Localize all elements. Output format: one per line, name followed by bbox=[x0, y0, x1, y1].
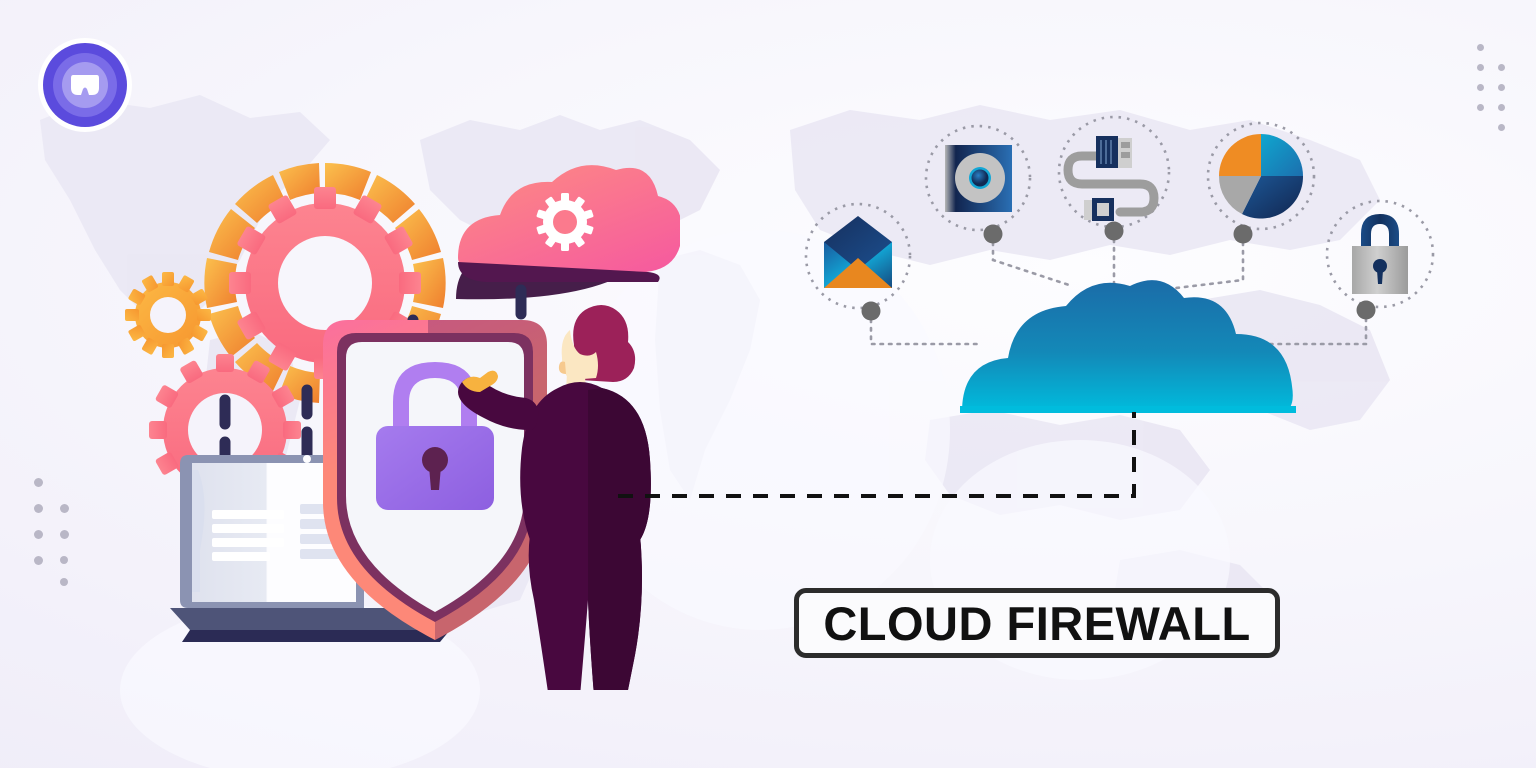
cloud-firewall-label-text: CLOUD FIREWALL bbox=[823, 596, 1251, 650]
padlock-icon bbox=[376, 362, 494, 510]
logo-mid-ring bbox=[53, 53, 117, 117]
cable-icon bbox=[1063, 136, 1159, 221]
logo-inner-ring bbox=[62, 62, 108, 108]
cloud-network-diagram bbox=[804, 115, 1435, 413]
node-lock[interactable] bbox=[1325, 199, 1435, 320]
cloud-firewall-label[interactable]: CLOUD FIREWALL bbox=[794, 588, 1280, 658]
main-cloud bbox=[960, 280, 1296, 413]
person-figure bbox=[458, 305, 651, 690]
connector-dot bbox=[983, 224, 1003, 244]
logo-outer-ring bbox=[43, 43, 127, 127]
pink-cloud-with-gear bbox=[456, 165, 680, 300]
node-mail[interactable] bbox=[804, 202, 912, 321]
left-dot-grid bbox=[30, 478, 90, 588]
envelope-icon bbox=[824, 216, 892, 288]
connector-dot bbox=[1233, 224, 1253, 244]
cloud-to-user-dashed-connector bbox=[618, 412, 1136, 498]
small-orange-gear bbox=[125, 272, 211, 358]
security-shield-scene bbox=[125, 162, 680, 690]
node-cable[interactable] bbox=[1057, 115, 1171, 241]
connector-dot bbox=[1356, 300, 1376, 320]
node-chart[interactable] bbox=[1206, 121, 1316, 244]
brand-logo[interactable] bbox=[38, 38, 132, 132]
disk-icon bbox=[945, 145, 1012, 212]
logo-mark-icon bbox=[71, 75, 99, 95]
padlock-icon bbox=[1352, 214, 1408, 294]
connector-dot bbox=[861, 301, 881, 321]
connector-dot bbox=[1104, 221, 1124, 241]
pie-chart-icon bbox=[1218, 134, 1304, 219]
right-dot-grid bbox=[1474, 44, 1522, 131]
node-storage[interactable] bbox=[924, 124, 1032, 244]
laptop bbox=[170, 455, 450, 642]
